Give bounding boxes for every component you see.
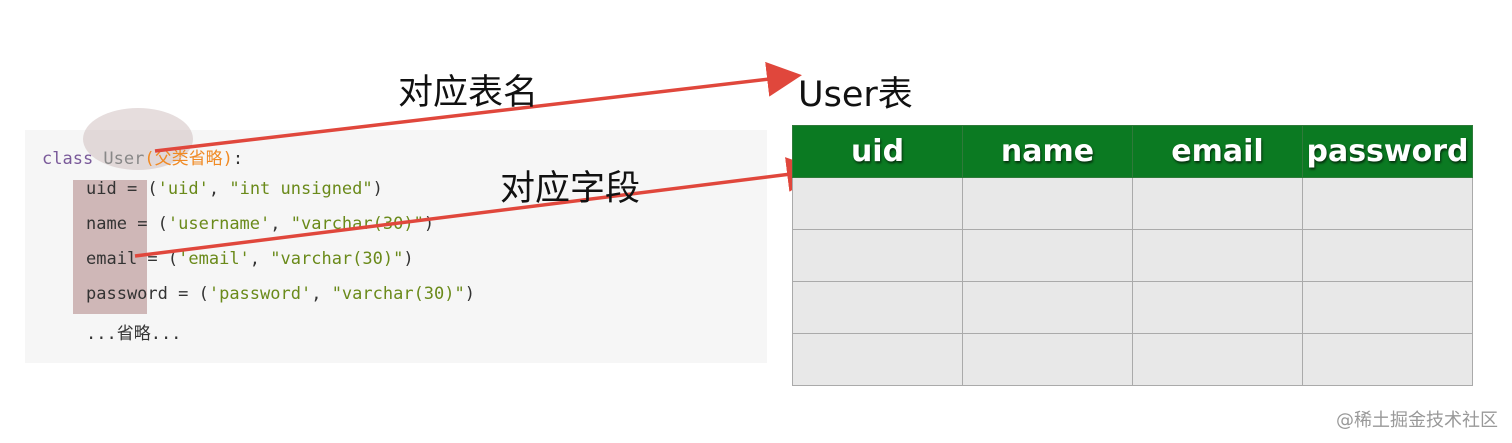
table-row [792,281,1473,334]
class-name: User [93,149,145,169]
punctuation: , [208,179,230,199]
field-line: email = ('email', "varchar(30)") [86,249,414,269]
field-name: uid [86,179,117,199]
header-uid: uid [792,125,963,178]
field-name: name [86,214,127,234]
column-type: "varchar(30)" [331,284,465,304]
column-type: "varchar(30)" [270,249,404,269]
punctuation: = ( [126,214,168,234]
table-cell [962,333,1133,386]
field-names-highlight [73,180,147,314]
table-cell [792,333,963,386]
table-cell [1302,333,1473,386]
field-name: email [86,249,138,269]
class-name-highlight [83,108,193,170]
table-cell [1132,229,1303,282]
table-row [792,333,1473,386]
colon: : [232,149,244,169]
table-cell [962,177,1133,230]
arrow-field [134,157,822,258]
table-cell [792,177,963,230]
table-cell [1132,281,1303,334]
code-block [25,130,767,363]
column-name: 'username' [167,214,271,234]
punctuation: , [311,284,332,304]
arrow-table-name [154,61,802,153]
table-cell [962,229,1133,282]
label-field: 对应字段 [500,169,641,209]
column-name: 'uid' [157,179,209,199]
table-cell [1302,281,1473,334]
table-cell [792,229,963,282]
table-cell [1132,177,1303,230]
class-declaration: class User(父类省略): [42,144,243,169]
label-table-name: 对应表名 [398,73,539,113]
punctuation: ) [423,214,435,234]
user-table: uid name email password [792,125,1473,386]
punctuation: = ( [116,179,158,199]
field-line: name = ('username', "varchar(30)") [86,214,434,234]
punctuation: = ( [167,284,209,304]
punctuation: , [270,214,291,234]
keyword: class [42,149,94,169]
column-name: 'email' [178,249,250,269]
table-row [792,229,1473,282]
header-email: email [1132,125,1303,178]
table-cell [1132,333,1303,386]
punctuation: , [249,249,271,269]
punctuation: ) [403,249,414,269]
column-name: 'password' [208,284,312,304]
table-cell [1302,229,1473,282]
punctuation: ) [372,179,383,199]
punctuation: ) [464,284,475,304]
header-password: password [1302,125,1473,178]
header-name: name [962,125,1133,178]
field-line: password = ('password', "varchar(30)") [86,284,475,304]
table-cell [1302,177,1473,230]
column-type: "int unsigned" [229,179,373,199]
column-type: "varchar(30)" [290,214,424,234]
field-line: uid = ('uid', "int unsigned") [86,179,383,199]
ellipsis-line: ...省略... [86,324,182,344]
table-cell [792,281,963,334]
table-title: User表 [798,75,913,115]
table-row [792,177,1473,230]
watermark: @稀土掘金技术社区 [1336,410,1498,431]
punctuation: = ( [137,249,179,269]
table-cell [962,281,1133,334]
parent-class: (父类省略) [144,149,233,169]
field-name: password [86,284,168,304]
